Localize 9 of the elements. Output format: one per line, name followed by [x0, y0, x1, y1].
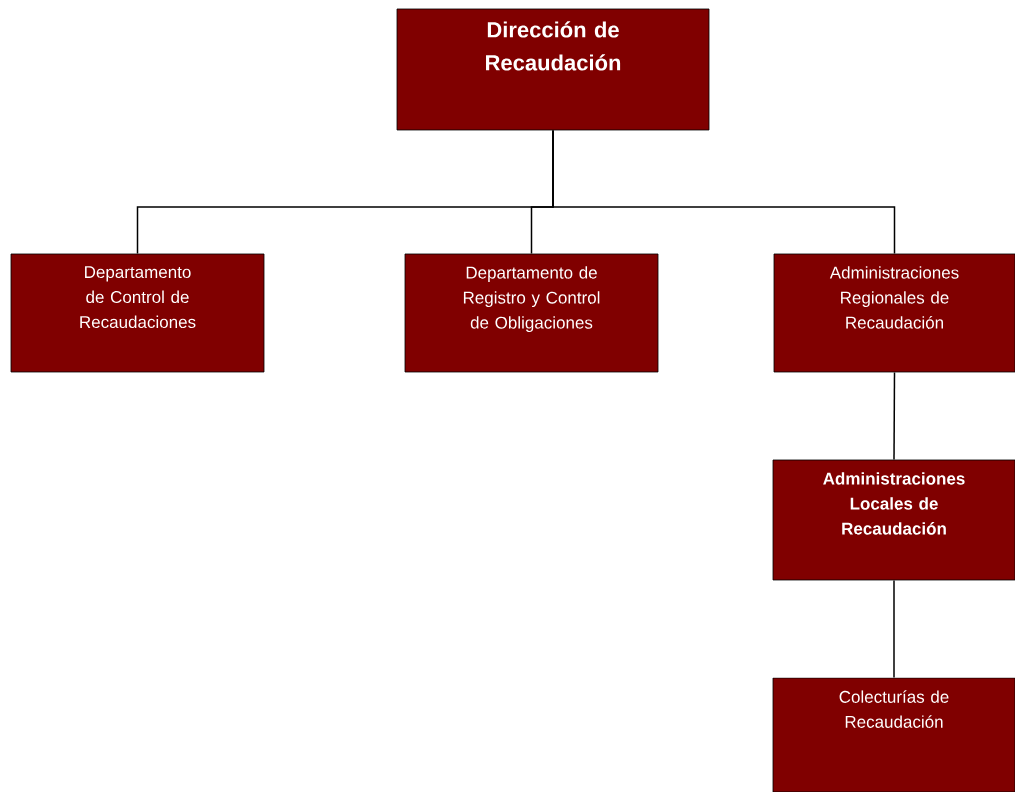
- org-box: Administraciones Regionales de Recaudación: [773, 253, 1015, 373]
- connector-line: [893, 371, 896, 461]
- org-box: Dirección de Recaudación: [396, 8, 710, 131]
- org-box: Administraciones Locales de Recaudación: [772, 459, 1015, 581]
- connector-line: [893, 579, 895, 679]
- org-box: Departamento de Control de Recaudaciones: [10, 253, 265, 373]
- org-box: Colecturías de Recaudación: [772, 677, 1015, 792]
- org-box: Departamento de Registro y Control de Obligaciones: [404, 253, 659, 373]
- connector-line: [552, 129, 896, 255]
